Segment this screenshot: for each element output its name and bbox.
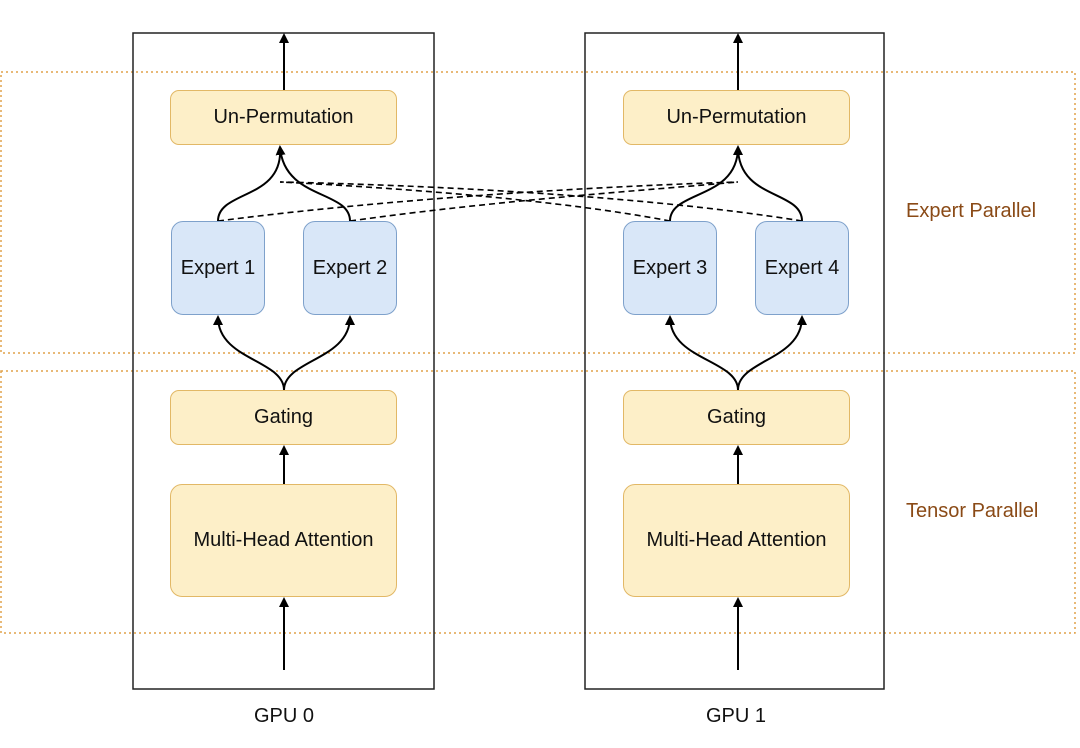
cross-expert4-to-gpu0-dashed <box>279 181 803 222</box>
gpu0-mha-label: Multi-Head Attention <box>193 529 374 551</box>
expert4-block: Expert 4 <box>755 221 849 315</box>
gpu0-unpermutation-label: Un-Permutation <box>213 106 354 128</box>
gpu0-gating-to-expert1-arrow <box>213 315 285 391</box>
gpu0-gating-label: Gating <box>254 406 313 428</box>
gpu1-gating-block: Gating <box>623 390 850 445</box>
gpu1-mha-block: Multi-Head Attention <box>623 484 850 597</box>
gpu1-gating-to-expert3-arrow <box>665 315 739 391</box>
expert-parallel-label: Expert Parallel <box>906 198 1074 224</box>
gpu1-mha-label: Multi-Head Attention <box>646 529 827 551</box>
gpu0-gating-to-expert2-arrow <box>283 315 355 391</box>
gpu1-label-text: GPU 1 <box>705 704 767 727</box>
gpu0-label-text: GPU 0 <box>253 704 315 727</box>
expert3-block: Expert 3 <box>623 221 717 315</box>
tensor-parallel-label: Tensor Parallel <box>906 498 1074 524</box>
cross-expert3-to-gpu0-dashed <box>279 181 671 222</box>
gpu1-expert4-to-unperm-arrow <box>737 146 803 222</box>
gpu0-expert2-to-unperm-arrow <box>279 146 351 222</box>
gpu1-label: GPU 1 <box>686 704 786 728</box>
expert2-label: Expert 2 <box>312 256 388 279</box>
gpu0-mha-block: Multi-Head Attention <box>170 484 397 597</box>
gpu0-unpermutation-block: Un-Permutation <box>170 90 397 145</box>
expert2-block: Expert 2 <box>303 221 397 315</box>
tensor-parallel-label-text: Tensor Parallel <box>906 499 1039 522</box>
tensor-parallel-region <box>0 370 1076 634</box>
gpu1-gating-to-expert4-arrow <box>737 315 807 391</box>
gpu1-expert3-to-unperm-arrow <box>669 145 743 222</box>
gpu0-label: GPU 0 <box>234 704 334 728</box>
expert1-label: Expert 1 <box>180 256 256 279</box>
cross-expert2-to-gpu1-dashed <box>349 181 739 222</box>
expert3-label: Expert 3 <box>632 256 708 279</box>
gpu1-unpermutation-block: Un-Permutation <box>623 90 850 145</box>
gpu1-gating-label: Gating <box>707 406 766 428</box>
expert-parallel-label-text: Expert Parallel <box>906 199 1037 222</box>
cross-expert1-to-gpu1-dashed <box>217 181 739 222</box>
gpu0-gating-block: Gating <box>170 390 397 445</box>
gpu0-expert1-to-unperm-arrow <box>217 145 286 222</box>
gpu1-unpermutation-label: Un-Permutation <box>666 106 807 128</box>
expert4-label: Expert 4 <box>764 256 840 279</box>
expert-parallel-region <box>0 71 1076 354</box>
expert1-block: Expert 1 <box>171 221 265 315</box>
